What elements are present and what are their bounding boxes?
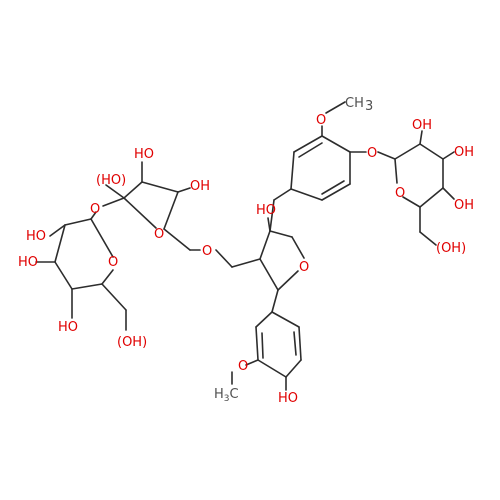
methoxy-methyl-label: H3C xyxy=(214,387,239,404)
lower-aromatic-bonds xyxy=(231,311,302,391)
tertiary-hydroxyl-label: HO xyxy=(256,203,276,218)
upper-aromatic-bonds xyxy=(273,101,367,201)
pyranose-ring-oxygen: O xyxy=(108,255,118,270)
methyl-subscript: 3 xyxy=(365,99,373,114)
right-hydroxyl-label: OH xyxy=(454,198,474,213)
left-hydroxyl-label: HO xyxy=(26,229,46,244)
hydroxymethyl-label: (HO) xyxy=(96,173,126,188)
methoxy-methyl-label: CH xyxy=(345,96,364,111)
oxolane-ring-oxygen: O xyxy=(299,260,309,275)
furanose-ring-oxygen: O xyxy=(154,227,164,242)
hydroxymethyl-label: (OH) xyxy=(436,241,466,256)
right-hydroxyl-label: OH xyxy=(412,118,432,133)
furanose-hydroxyl-label: OH xyxy=(190,179,210,194)
furanose-hydroxyl-label: HO xyxy=(134,147,154,162)
left-hydroxyl-label: HO xyxy=(58,320,78,335)
glycosidic-oxygen: O xyxy=(90,202,100,217)
oxolane-core-bonds xyxy=(215,199,305,313)
phenol-hydroxyl-label: HO xyxy=(278,391,298,406)
left-hydroxyl-label: HO xyxy=(18,255,38,270)
pyranose-ring-oxygen: O xyxy=(395,186,405,201)
methoxy-oxygen: O xyxy=(316,113,326,128)
left-pyranose-bonds xyxy=(35,211,127,331)
hydroxymethyl-label: (OH) xyxy=(117,335,147,350)
right-hydroxyl-label: OH xyxy=(454,145,474,160)
furanose-bonds xyxy=(102,161,201,251)
right-pyranose-bonds xyxy=(377,130,455,246)
methoxy-oxygen: O xyxy=(238,359,248,374)
atom-labels: HO HO HO (OH) O O (HO) HO OH O O HO O O … xyxy=(18,96,474,406)
aryl-ether-oxygen: O xyxy=(367,146,377,161)
ether-oxygen: O xyxy=(202,244,212,259)
